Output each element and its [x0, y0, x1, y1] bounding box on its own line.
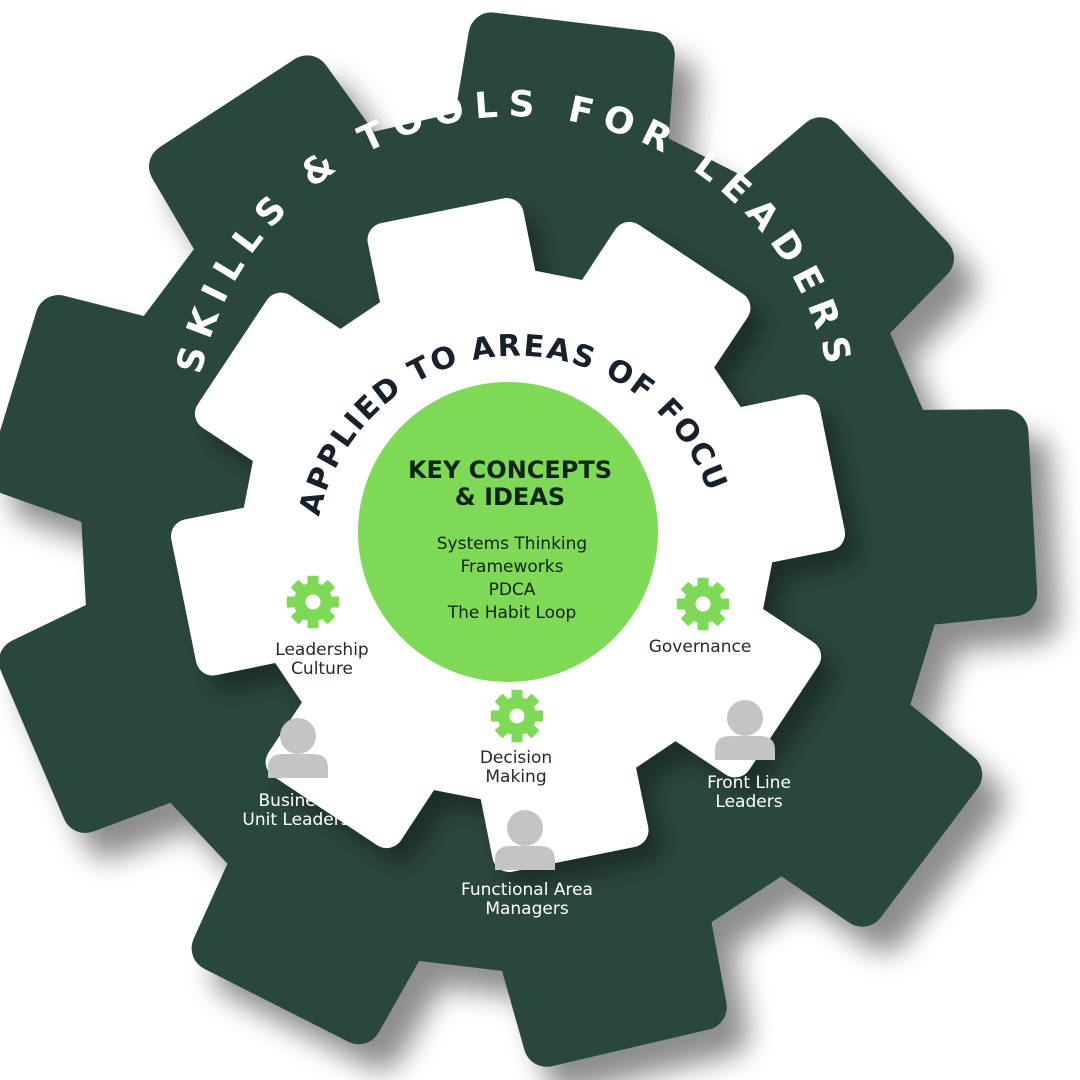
leader-1-line2: Unit Leaders: [242, 810, 349, 830]
center-title-line2: & IDEAS: [455, 483, 565, 511]
governance-gear-icon: [676, 577, 730, 631]
leader-1-line1: Business: [259, 791, 334, 811]
focus-area-2-line2: Making: [485, 767, 546, 787]
focus-area-3-line1: Governance: [649, 637, 752, 657]
focus-area-1-line1: Leadership: [275, 640, 368, 660]
leader-2-line1: Functional Area: [461, 880, 593, 900]
functional-area-managers-person-icon: [495, 810, 555, 870]
center-item-2: Frameworks: [461, 557, 564, 577]
leadership-culture-gear-icon: [286, 575, 340, 629]
leader-3-line2: Leaders: [715, 792, 782, 812]
focus-area-1-line2: Culture: [291, 659, 353, 679]
decision-making-gear-icon: [490, 689, 544, 743]
focus-area-2-line1: Decision: [480, 748, 552, 768]
leader-2-line2: Managers: [485, 899, 569, 919]
center-item-3: PDCA: [489, 580, 536, 600]
leader-3-line1: Front Line: [707, 773, 791, 793]
center-item-4: The Habit Loop: [447, 603, 577, 623]
center-title-line1: KEY CONCEPTS: [408, 456, 612, 484]
business-unit-leaders-person-icon: [268, 718, 328, 778]
front-line-leaders-person-icon: [715, 700, 775, 760]
center-circle: [358, 382, 658, 682]
center-item-1: Systems Thinking: [437, 534, 587, 554]
